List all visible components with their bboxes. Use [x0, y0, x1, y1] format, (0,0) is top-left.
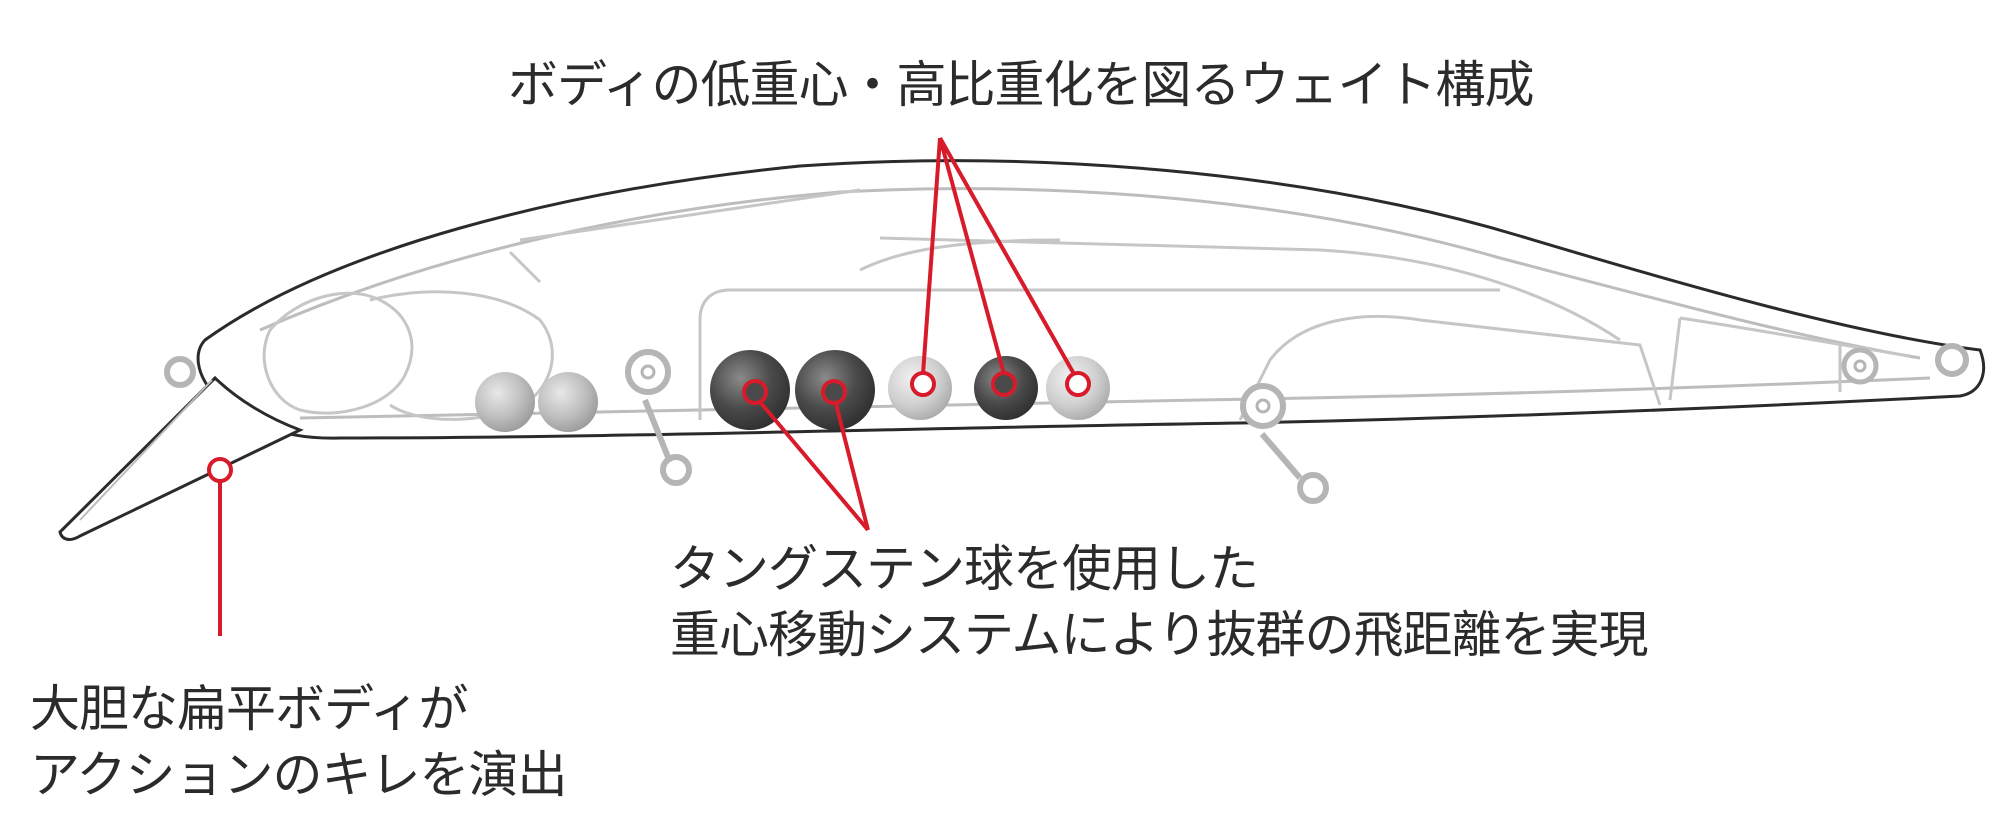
callout-tungsten-line1: タングステン球を使用した [670, 540, 1259, 598]
leader-weight-config [921, 137, 1076, 375]
callout-weight-config: ボディの低重心・高比重化を図るウェイト構成 [508, 52, 1534, 118]
head-chamber-2 [369, 290, 554, 421]
inner-rib-2 [879, 236, 1621, 342]
callout-flat-body: 大胆な扁平ボディが アクションのキレを演出 [30, 676, 567, 808]
callout-leaders [218, 137, 1076, 636]
leader-tungsten [753, 394, 870, 532]
front-ball-2 [538, 372, 598, 432]
weight-balls [475, 350, 1110, 432]
inner-frame-upper [259, 187, 1921, 360]
tail-rib [1668, 316, 1911, 401]
diving-lip [58, 375, 304, 541]
front-ball-1 [475, 372, 535, 432]
callout-weight-config-line1: ボディの低重心・高比重化を図るウェイト構成 [508, 56, 1534, 114]
hook-hanger-front [625, 349, 692, 486]
inner-rib-4 [1238, 314, 1662, 421]
hook-hanger-rear [1240, 383, 1329, 504]
inner-rib-1 [698, 288, 1500, 420]
callout-flat-body-line1: 大胆な扁平ボディが [30, 680, 468, 738]
line-eye-nose [164, 356, 196, 388]
callout-tungsten-system: タングステン球を使用した 重心移動システムにより抜群の飛距離を実現 [670, 536, 1648, 668]
inner-rib-3 [508, 188, 1061, 284]
callout-flat-body-line2: アクションのキレを演出 [30, 746, 567, 804]
head-chamber [262, 291, 414, 415]
lip-edge [79, 379, 213, 521]
callout-tungsten-line2: 重心移動システムにより抜群の飛距離を実現 [670, 606, 1648, 664]
callout-markers [207, 371, 1091, 483]
tail-eye [1841, 343, 1969, 385]
